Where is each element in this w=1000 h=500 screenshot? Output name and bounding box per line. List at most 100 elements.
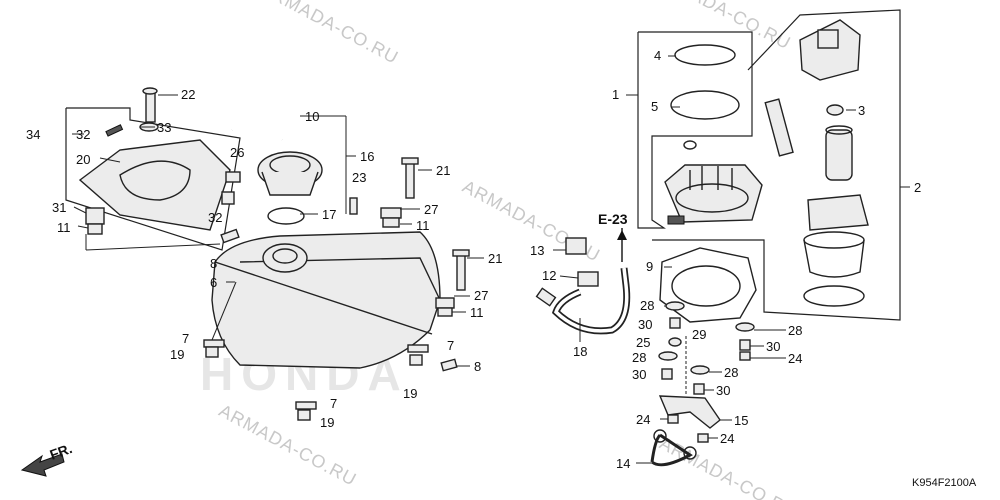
collar-19a — [205, 346, 219, 358]
group-box-2 — [652, 9, 901, 321]
callout-7[interactable]: 7 — [330, 396, 337, 411]
callout-17[interactable]: 17 — [322, 207, 336, 222]
pump-connector — [817, 29, 839, 49]
tank-seam — [214, 261, 433, 335]
e23-arrow-head — [617, 230, 627, 240]
watermark: ARMADA-CO.RU — [650, 0, 794, 53]
callout-25[interactable]: 25 — [636, 335, 650, 350]
pump-ribs — [689, 166, 733, 190]
pump-motor — [825, 129, 853, 181]
callout-19[interactable]: 19 — [170, 347, 184, 362]
nut-24c — [697, 433, 709, 443]
nut-30b — [661, 368, 673, 380]
callout-27[interactable]: 27 — [474, 288, 488, 303]
clip-3 — [826, 104, 844, 116]
strainer — [807, 194, 869, 231]
callout-12[interactable]: 12 — [542, 268, 556, 283]
pump-flange — [675, 183, 749, 213]
small-seal — [683, 140, 697, 150]
cover-part — [78, 139, 231, 231]
hose-end — [535, 287, 557, 307]
callout-14[interactable]: 14 — [616, 456, 630, 471]
callout-11[interactable]: 11 — [470, 305, 484, 320]
callout-numbers: 1 2 3 4 5 6 7 7 7 8 8 9 10 11 11 11 12 1… — [26, 48, 921, 471]
bolt-21 — [405, 161, 415, 199]
tank-neck — [262, 243, 308, 273]
callout-15[interactable]: 15 — [734, 413, 748, 428]
callout-30[interactable]: 30 — [766, 339, 780, 354]
fuel-filter — [764, 98, 794, 157]
hose-inner-b — [553, 267, 629, 333]
nut-24a — [739, 351, 751, 361]
callout-27[interactable]: 27 — [424, 202, 438, 217]
callout-28[interactable]: 28 — [724, 365, 738, 380]
callout-23[interactable]: 23 — [352, 170, 366, 185]
callout-30[interactable]: 30 — [632, 367, 646, 382]
callout-32[interactable]: 32 — [208, 210, 222, 225]
callout-26[interactable]: 26 — [230, 145, 244, 160]
callout-32[interactable]: 32 — [76, 127, 90, 142]
callout-28[interactable]: 28 — [788, 323, 802, 338]
callout-34[interactable]: 34 — [26, 127, 40, 142]
callout-28[interactable]: 28 — [632, 350, 646, 365]
washer-25 — [668, 337, 682, 347]
callout-21[interactable]: 21 — [488, 251, 502, 266]
callout-30[interactable]: 30 — [638, 317, 652, 332]
callout-20[interactable]: 20 — [76, 152, 90, 167]
callout-9[interactable]: 9 — [646, 259, 653, 274]
gasket-9-hole — [671, 265, 741, 307]
callout-18[interactable]: 18 — [573, 344, 587, 359]
callout-8[interactable]: 8 — [474, 359, 481, 374]
callout-4[interactable]: 4 — [654, 48, 661, 63]
callout-2[interactable]: 2 — [914, 180, 921, 195]
callout-19[interactable]: 19 — [320, 415, 334, 430]
callout-21[interactable]: 21 — [436, 163, 450, 178]
callout-16[interactable]: 16 — [360, 149, 374, 164]
callout-22[interactable]: 22 — [181, 87, 195, 102]
gasket-9 — [659, 247, 757, 323]
callout-3[interactable]: 3 — [858, 103, 865, 118]
grommet-31 — [85, 207, 105, 225]
wire-terminal-b — [683, 446, 697, 460]
direction-label: FR. — [48, 440, 75, 463]
callout-28[interactable]: 28 — [640, 298, 654, 313]
callout-6[interactable]: 6 — [210, 275, 217, 290]
callout-7[interactable]: 7 — [447, 338, 454, 353]
watermark: ARMADA-CO.RU — [216, 400, 360, 489]
seal-5 — [670, 90, 740, 120]
grommet-7b — [407, 344, 429, 353]
callout-11[interactable]: 11 — [57, 220, 71, 235]
clip-26 — [225, 171, 241, 183]
callout-24[interactable]: 24 — [720, 431, 734, 446]
callout-5[interactable]: 5 — [651, 99, 658, 114]
hose-inner — [230, 90, 284, 141]
callout-11[interactable]: 11 — [416, 218, 430, 233]
group-box-34 — [65, 107, 241, 251]
seal-ring — [803, 285, 865, 307]
cover-opening — [119, 160, 191, 201]
nut-30a — [669, 317, 681, 329]
callout-24[interactable]: 24 — [788, 351, 802, 366]
callout-8[interactable]: 8 — [210, 256, 217, 271]
callout-10[interactable]: 10 — [305, 109, 319, 124]
group-label: E-23 — [598, 211, 628, 227]
callout-7[interactable]: 7 — [182, 331, 189, 346]
callout-31[interactable]: 31 — [52, 200, 66, 215]
front-direction-arrow — [20, 453, 65, 477]
clip-12 — [577, 271, 599, 287]
ring-4 — [674, 44, 736, 66]
callout-30[interactable]: 30 — [716, 383, 730, 398]
callout-13[interactable]: 13 — [530, 243, 544, 258]
nut-30c — [739, 339, 751, 351]
grommet-7a — [203, 339, 225, 348]
bolt-21-head — [401, 157, 419, 165]
callout-1[interactable]: 1 — [612, 87, 619, 102]
callout-33[interactable]: 33 — [157, 120, 171, 135]
watermark: ARMADA-CO.RU — [257, 0, 401, 68]
callout-29[interactable]: 29 — [692, 327, 706, 342]
bolt-head — [142, 87, 158, 95]
callout-24[interactable]: 24 — [636, 412, 650, 427]
callout-19[interactable]: 19 — [403, 386, 417, 401]
hose-8 — [220, 228, 240, 244]
washer-28a — [665, 301, 685, 311]
